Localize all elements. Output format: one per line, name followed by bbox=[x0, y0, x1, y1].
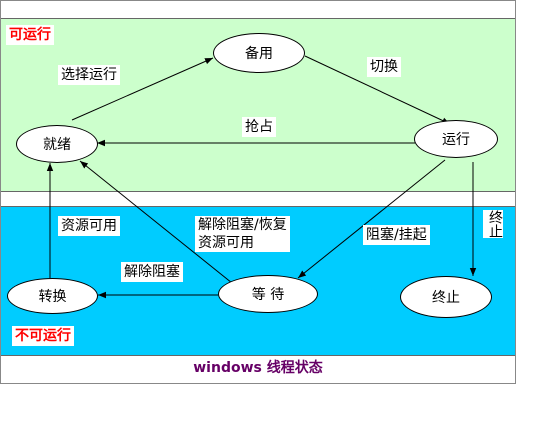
standby-state: 备用 bbox=[213, 33, 305, 73]
running-state: 运行 bbox=[414, 120, 498, 158]
waiting-state: 等 待 bbox=[218, 275, 318, 313]
edge-label-preempt: 抢占 bbox=[242, 117, 276, 137]
edge-label-switch: 切换 bbox=[367, 57, 401, 77]
diagram-caption: windows 线程状态 bbox=[193, 360, 323, 376]
arrow-ready-to-standby bbox=[71, 57, 214, 121]
transition-state: 转换 bbox=[7, 278, 98, 314]
edge-label-unblock-resume: 解除阻塞/恢复 资源可用 bbox=[195, 216, 290, 252]
runnable-region-label: 可运行 bbox=[6, 25, 54, 45]
arrow-running-to-waiting bbox=[297, 159, 446, 279]
edge-label-select-run: 选择运行 bbox=[58, 65, 120, 85]
edge-label-unblock: 解除阻塞 bbox=[121, 262, 183, 282]
edge-label-resource-available: 资源可用 bbox=[58, 216, 120, 236]
arrow-waiting-to-ready bbox=[79, 160, 233, 284]
edge-label-terminate: 终止 bbox=[483, 210, 503, 238]
arrow-standby-to-running bbox=[304, 55, 451, 125]
not-runnable-region-label: 不可运行 bbox=[12, 326, 74, 346]
ready-state: 就绪 bbox=[16, 125, 98, 163]
terminated-state: 终止 bbox=[400, 276, 492, 318]
edge-label-block-suspend: 阻塞/挂起 bbox=[363, 225, 430, 245]
